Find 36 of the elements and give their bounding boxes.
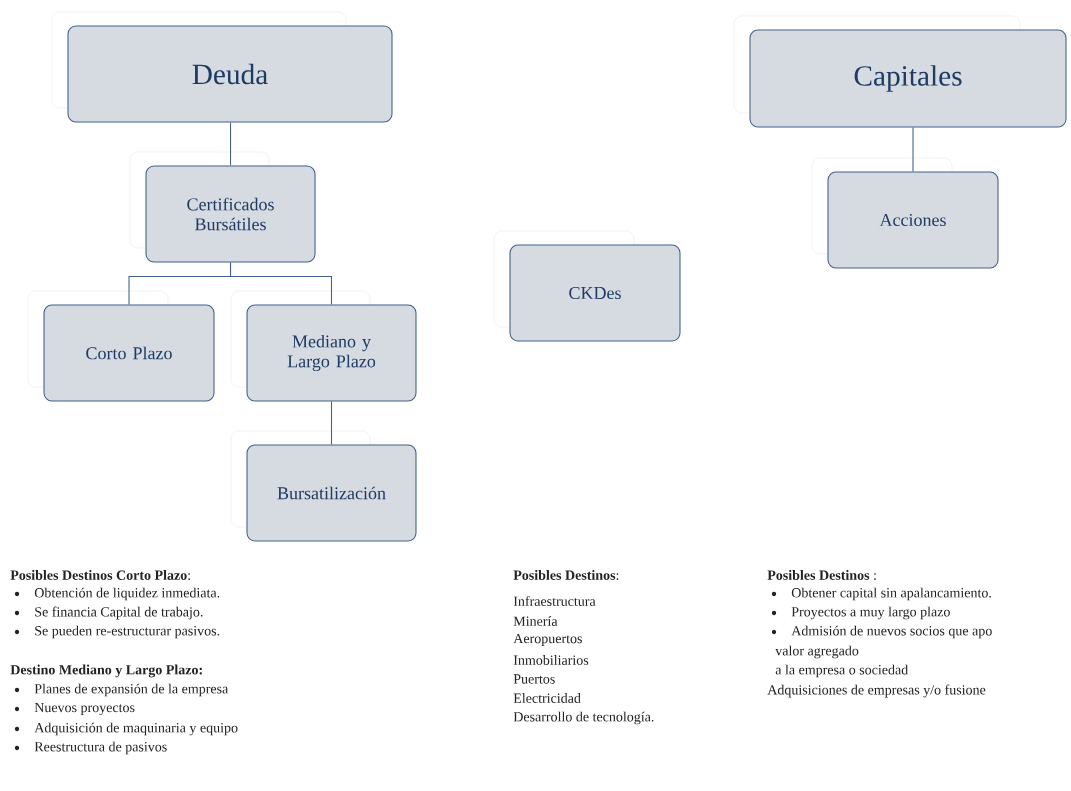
process-box: Acciones (811, 157, 999, 269)
category-box: Deuda (51, 11, 393, 123)
category-box: Capitales (733, 15, 1067, 128)
process-box: Bursatilización (230, 430, 417, 542)
list-item: Adquisiciones de empresas y/o fusione (767, 684, 986, 698)
list-item: a la empresa o sociedad (775, 664, 909, 678)
list-item: Electricidad (513, 693, 581, 703)
bullet-item: Obtener capital sin apalancamiento. (771, 587, 991, 601)
process-box: CKDes (493, 230, 681, 342)
connector-line (912, 127, 914, 172)
section-heading: Posibles Destinos Corto Plazo: (10, 570, 190, 580)
list-item: Inmobiliarios (513, 655, 589, 665)
section-heading: Posibles Destinos: (513, 570, 619, 580)
process-box: Mediano y Largo Plazo (230, 290, 417, 402)
list-item: Aeropuertos (513, 633, 582, 647)
bullet-item: Se pueden re-estructurar pasivos. (14, 625, 220, 639)
bullet-item: Adquisición de maquinaria y equipo (14, 722, 238, 736)
bullet-item: Planes de expansión de la empresa (14, 683, 229, 697)
list-item: Puertos (513, 674, 555, 684)
section-heading: Posibles Destinos : (767, 570, 876, 580)
list-item: valor agregado (775, 645, 859, 659)
list-item: Minería (513, 616, 558, 626)
list-item: Infraestructura (513, 596, 596, 606)
section-heading: Destino Mediano y Largo Plazo: (10, 664, 202, 678)
process-box: Certificados Bursátiles (129, 151, 316, 263)
bullet-item: Nuevos proyectos (14, 702, 135, 716)
list-item: Desarrollo de tecnología. (513, 711, 654, 725)
connector-line (330, 401, 333, 445)
bullet-item: Reestructura de pasivos (14, 741, 167, 755)
bullet-item: Admisión de nuevos socios que apo (771, 625, 992, 639)
process-box: Corto Plazo (27, 290, 215, 402)
bullet-item: Proyectos a muy largo plazo (771, 606, 950, 620)
connector-line (230, 122, 232, 166)
bullet-item: Obtención de liquidez inmediata. (14, 587, 220, 601)
connector-line (230, 262, 333, 305)
bullet-item: Se financia Capital de trabajo. (14, 606, 203, 620)
